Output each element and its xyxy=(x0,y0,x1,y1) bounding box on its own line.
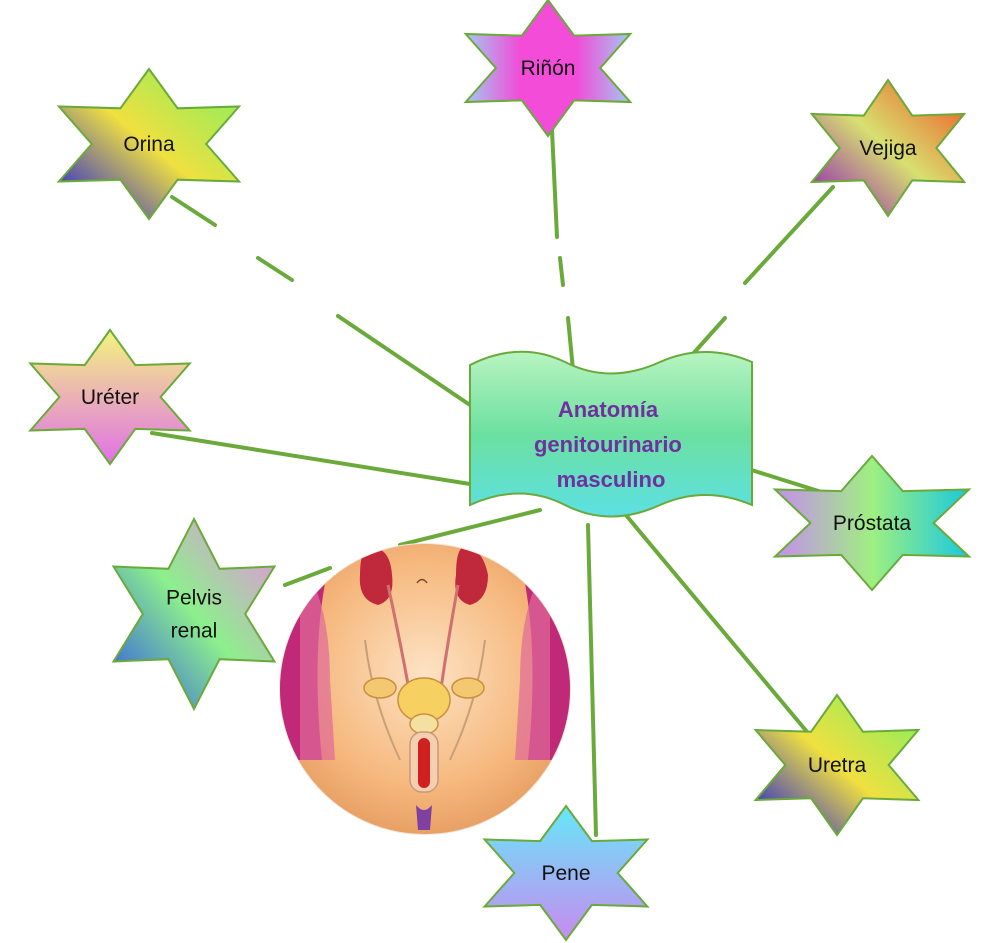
connector-rinon-2 xyxy=(560,258,563,285)
star-label-orina-line-1: Orina xyxy=(123,133,175,156)
star-node-pene[interactable]: Pene xyxy=(485,806,648,940)
connector-vejiga-1 xyxy=(745,187,833,283)
star-label-pelvis-line-2: renal xyxy=(171,620,218,643)
connector-uretra xyxy=(620,508,808,733)
star-node-rinon[interactable]: Riñón xyxy=(466,0,631,136)
star-label-ureter: Uréter xyxy=(81,386,139,409)
star-node-orina[interactable]: Orina xyxy=(59,69,239,219)
center-title-line-2: genitourinario xyxy=(534,432,682,457)
star-label-rinon: Riñón xyxy=(521,57,576,80)
star-label-pene-line-1: Pene xyxy=(541,862,590,885)
connector-pelvis xyxy=(285,568,330,585)
star-node-ureter[interactable]: Uréter xyxy=(30,330,189,464)
center-topic[interactable]: Anatomía genitourinario masculino xyxy=(470,352,752,517)
star-label-vejiga-line-1: Vejiga xyxy=(859,137,917,160)
star-label-ureter-line-1: Uréter xyxy=(81,386,139,409)
connector-orina-1 xyxy=(172,197,215,225)
star-label-rinon-line-1: Riñón xyxy=(521,57,576,80)
connector-rinon-3 xyxy=(552,130,557,237)
connector-center-image xyxy=(400,510,540,545)
connector-pene xyxy=(588,525,596,835)
connector-rinon-1 xyxy=(568,318,573,370)
anatomy-illustration xyxy=(279,543,571,835)
star-node-pelvis[interactable]: Pelvis renal xyxy=(114,519,275,709)
connector-ureter xyxy=(152,433,470,484)
center-title-line-1: Anatomía xyxy=(558,397,659,422)
star-node-vejiga[interactable]: Vejiga xyxy=(812,80,964,216)
star-label-vejiga: Vejiga xyxy=(859,137,917,160)
star-label-orina: Orina xyxy=(123,133,175,156)
star-shape-pelvis xyxy=(114,519,275,709)
star-node-prostata[interactable]: Próstata xyxy=(775,456,969,590)
star-label-uretra-line-1: Uretra xyxy=(808,754,867,777)
star-label-pene: Pene xyxy=(541,862,590,885)
star-label-uretra: Uretra xyxy=(808,754,867,777)
center-title-line-3: masculino xyxy=(557,467,666,492)
star-label-prostata-line-1: Próstata xyxy=(833,512,912,535)
star-label-prostata: Próstata xyxy=(833,512,912,535)
connector-orina-2 xyxy=(258,258,292,280)
star-label-pelvis-line-1: Pelvis xyxy=(166,587,222,610)
star-node-uretra[interactable]: Uretra xyxy=(756,695,919,835)
connector-orina-3 xyxy=(338,316,470,405)
